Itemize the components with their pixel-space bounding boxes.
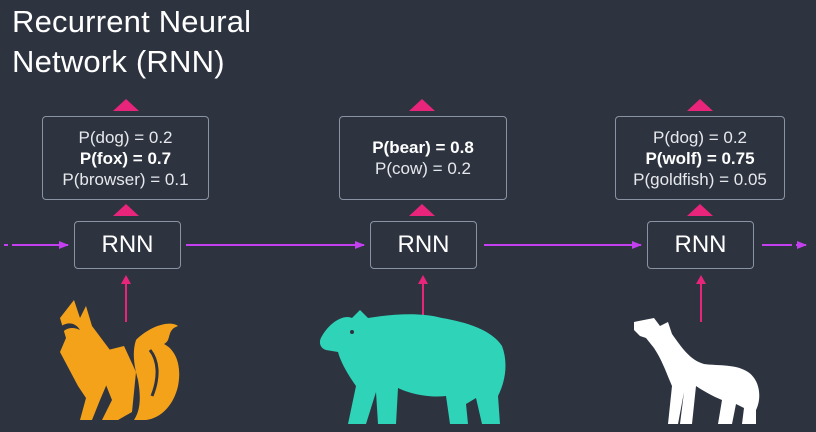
prob-row-top: P(wolf) = 0.75 bbox=[645, 148, 755, 168]
prob-row: P(goldfish) = 0.05 bbox=[633, 169, 767, 189]
prob-row-top: P(fox) = 0.7 bbox=[79, 148, 172, 168]
output-triangle-1-bottom bbox=[113, 204, 139, 216]
title-line-1: Recurrent Neural bbox=[12, 4, 252, 39]
output-triangle-3-top bbox=[687, 99, 713, 111]
output-triangle-2-top bbox=[409, 99, 435, 111]
bear-icon bbox=[319, 310, 506, 424]
fox-icon bbox=[56, 300, 180, 420]
prob-row-top: P(bear) = 0.8 bbox=[372, 138, 474, 157]
rnn-cell-2: RNN bbox=[370, 221, 477, 269]
prob-row: P(dog) = 0.2 bbox=[78, 127, 173, 147]
prob-box-3: P(dog) = 0.2 P(wolf) = 0.75 P(goldfish) … bbox=[615, 116, 785, 200]
prob-box-2: P(bear) = 0.8 P(cow) = 0.2 bbox=[339, 116, 507, 200]
input-arrows bbox=[121, 275, 706, 322]
prob-row: P(browser) = 0.1 bbox=[62, 169, 189, 189]
rnn-label: RNN bbox=[397, 231, 450, 258]
output-triangle-2-bottom bbox=[409, 204, 435, 216]
rnn-label: RNN bbox=[101, 231, 154, 258]
wolf-icon bbox=[634, 318, 760, 424]
rnn-cell-3: RNN bbox=[647, 221, 754, 269]
rnn-label: RNN bbox=[674, 231, 727, 258]
output-triangle-3-bottom bbox=[687, 204, 713, 216]
prob-row: P(dog) = 0.2 bbox=[652, 127, 748, 147]
prob-row: P(cow) = 0.2 bbox=[375, 159, 471, 178]
page-title: Recurrent Neural Network (RNN) bbox=[12, 2, 251, 82]
rnn-cell-1: RNN bbox=[74, 221, 181, 269]
title-line-2: Network (RNN) bbox=[12, 44, 225, 79]
output-triangles bbox=[113, 99, 713, 216]
prob-box-1: P(dog) = 0.2 P(fox) = 0.7 P(browser) = 0… bbox=[42, 116, 209, 200]
output-triangle-1-top bbox=[113, 99, 139, 111]
